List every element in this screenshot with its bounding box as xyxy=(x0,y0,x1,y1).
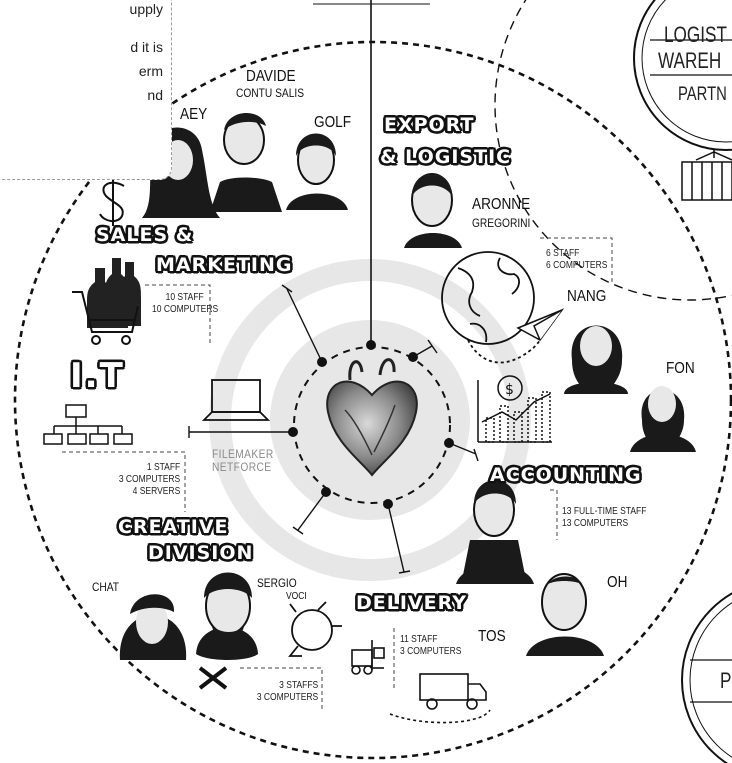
software-filemaker: FILEMAKER xyxy=(212,447,274,461)
dept-export-subtitle: & LOGISTIC xyxy=(380,146,512,168)
dept-creative-subtitle: DIVISION xyxy=(148,542,254,564)
name-nang: NANG xyxy=(567,288,607,305)
portrait-tos xyxy=(456,480,534,584)
intro-textbox: upply d it is erm nd r. xyxy=(0,0,172,180)
dept-accounting-title: ACCOUNTING xyxy=(490,464,642,486)
name-sergio-sub: VOCI xyxy=(286,591,307,602)
stats-delivery: 11 STAFF 3 COMPUTERS xyxy=(400,634,461,658)
heart-icon xyxy=(326,358,418,477)
shopping-cart-icon xyxy=(72,291,139,345)
stat-line: 13 FULL-TIME STAFF xyxy=(562,506,647,517)
stat-line: 6 COMPUTERS xyxy=(546,260,608,271)
stats-export: 6 STAFF 6 COMPUTERS xyxy=(546,248,607,272)
dept-sales-subtitle: MARKETING xyxy=(156,254,293,276)
logistics-badge-line-1: LOGIST xyxy=(664,22,727,47)
intro-line-4: nd xyxy=(147,87,163,103)
logistics-badge-line-2: WAREH xyxy=(658,48,722,73)
org-chart-icon xyxy=(43,404,133,445)
name-oh: OH xyxy=(607,574,628,591)
stats-accounting: 13 FULL-TIME STAFF 13 COMPUTERS xyxy=(562,506,646,530)
portrait-davide xyxy=(210,112,282,212)
crossed-pencils-icon xyxy=(198,666,228,690)
name-davide: DAVIDE xyxy=(246,68,296,85)
stat-line: 3 COMPUTERS xyxy=(118,474,180,485)
portrait-nang xyxy=(564,325,628,394)
stat-line: 3 COMPUTERS xyxy=(256,692,318,703)
portrait-fon xyxy=(630,386,696,452)
dept-sales-title: SALES & xyxy=(96,224,194,246)
connector-dots xyxy=(288,340,454,509)
name-sergio: SERGIO xyxy=(257,576,297,590)
portrait-golf xyxy=(286,133,348,210)
stat-line: 13 COMPUTERS xyxy=(562,518,629,529)
container-icon xyxy=(681,138,732,201)
software-netforce: NETFORCE xyxy=(212,460,272,474)
light-bulb-icon xyxy=(288,601,342,657)
laptop-icon xyxy=(201,379,271,421)
logistics-badge xyxy=(633,0,732,151)
it-software: FILEMAKER NETFORCE xyxy=(212,448,274,474)
stat-line: 10 COMPUTERS xyxy=(152,304,219,315)
connector-lines xyxy=(188,284,479,574)
name-aronne-sub: GREGORINI xyxy=(472,216,531,230)
forklift-icon xyxy=(351,640,385,675)
stat-line: 3 STAFFS xyxy=(278,680,318,691)
name-davide-sub: CONTU SALIS xyxy=(236,86,305,100)
stats-sales: 10 STAFF 10 COMPUTERS xyxy=(152,292,218,316)
outer-dashed-circle xyxy=(13,40,732,760)
stat-line: 6 STAFF xyxy=(546,248,580,259)
stat-brackets xyxy=(62,237,613,710)
stat-line: 1 STAFF xyxy=(146,462,180,473)
dept-it-title: I.T xyxy=(70,356,125,396)
truck-icon xyxy=(389,673,491,724)
intro-line-2: d it is xyxy=(130,39,163,55)
dollar-sign-icon xyxy=(99,178,125,226)
portrait-sergio xyxy=(196,572,258,660)
partner-badge-letter: P xyxy=(720,668,732,693)
stat-line: 3 COMPUTERS xyxy=(400,646,462,657)
globe-icon xyxy=(441,251,544,364)
bottles-icon xyxy=(87,258,141,328)
stat-line: 4 SERVERS xyxy=(132,486,180,497)
dept-export-title: EXPORT xyxy=(384,114,475,136)
name-tos: TOS xyxy=(478,628,506,645)
bar-chart-icon: $ xyxy=(477,375,552,443)
stat-line: 11 STAFF xyxy=(400,634,438,645)
portrait-oh xyxy=(526,573,604,656)
paper-plane-icon xyxy=(516,308,565,341)
intro-line-3: erm xyxy=(138,63,163,79)
stat-line: 10 STAFF xyxy=(165,292,204,303)
name-golf: GOLF xyxy=(314,114,352,131)
stats-creative: 3 STAFFS 3 COMPUTERS xyxy=(257,680,318,704)
svg-text:$: $ xyxy=(505,382,514,398)
intro-line-1: upply xyxy=(129,1,163,17)
portrait-chat xyxy=(119,594,187,660)
partner-badge xyxy=(681,592,732,763)
logistics-badge-line-3: PARTN xyxy=(678,84,727,105)
logistics-ring xyxy=(494,0,732,301)
name-fon: FON xyxy=(666,360,695,377)
dept-creative-title: CREATIVE xyxy=(118,516,229,538)
name-chat: CHAT xyxy=(92,580,120,594)
dept-delivery-title: DELIVERY xyxy=(356,592,467,614)
portrait-aronne xyxy=(404,173,462,248)
stats-it: 1 STAFF 3 COMPUTERS 4 SERVERS xyxy=(119,462,180,498)
name-aey: AEY xyxy=(180,106,208,123)
name-aronne: ARONNE xyxy=(472,196,531,213)
